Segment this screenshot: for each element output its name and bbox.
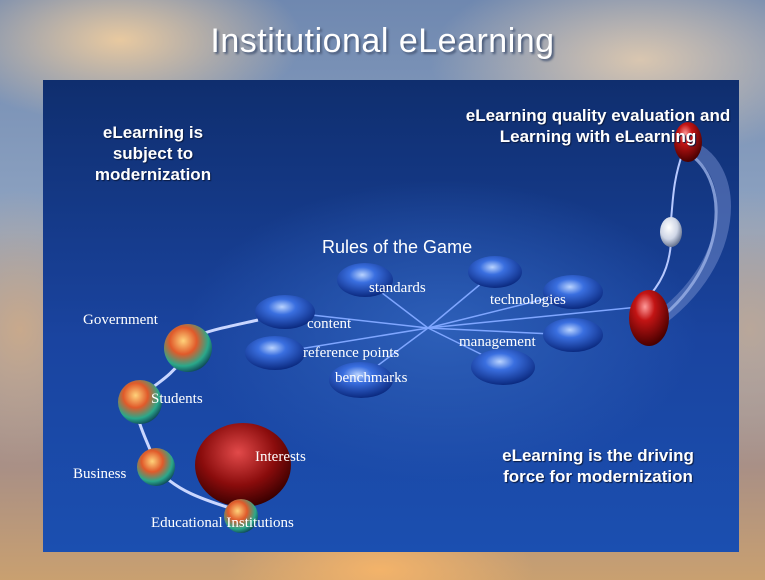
diagram-panel: eLearning is subject to modernization eL… bbox=[43, 80, 739, 552]
label-government: Government bbox=[83, 312, 158, 328]
text-top-right: eLearning quality evaluation and Learnin… bbox=[465, 106, 731, 146]
orb-red-top bbox=[674, 122, 702, 162]
orb-white bbox=[660, 217, 682, 247]
orb-government bbox=[164, 324, 212, 372]
label-standards: standards bbox=[369, 280, 426, 296]
rules-of-the-game-label: Rules of the Game bbox=[322, 237, 473, 257]
diagram-graphics bbox=[118, 122, 731, 533]
orb-technologies bbox=[543, 275, 603, 309]
orb-standards bbox=[337, 263, 393, 297]
orb-business bbox=[137, 448, 175, 486]
label-business: Business bbox=[73, 466, 127, 482]
orb-students bbox=[118, 380, 162, 424]
orb-lower-right bbox=[471, 349, 535, 385]
label-content: content bbox=[307, 316, 352, 332]
top-connector bbox=[670, 151, 684, 221]
orb-red-right bbox=[629, 290, 669, 346]
orb-reference bbox=[245, 336, 305, 370]
orb-benchmarks bbox=[329, 362, 393, 398]
label-educational-institutions: Educational Institutions bbox=[151, 515, 294, 531]
label-technologies: technologies bbox=[490, 292, 566, 308]
orb-interests bbox=[195, 423, 291, 507]
orb-management bbox=[543, 318, 603, 352]
orb-top-right bbox=[468, 256, 522, 288]
slide-title: Institutional eLearning bbox=[210, 22, 555, 60]
label-interests: Interests bbox=[255, 449, 306, 465]
orb-content bbox=[255, 295, 315, 329]
orb-institutions bbox=[224, 499, 258, 533]
right-arc-inner bbox=[640, 148, 718, 334]
label-students: Students bbox=[151, 391, 203, 407]
label-benchmarks: benchmarks bbox=[335, 370, 408, 386]
label-reference-points: reference points bbox=[303, 345, 400, 361]
text-bottom-right: eLearning is the driving force for moder… bbox=[502, 446, 694, 486]
label-management: management bbox=[459, 334, 536, 350]
text-top-left: eLearning is subject to modernization bbox=[94, 123, 212, 184]
